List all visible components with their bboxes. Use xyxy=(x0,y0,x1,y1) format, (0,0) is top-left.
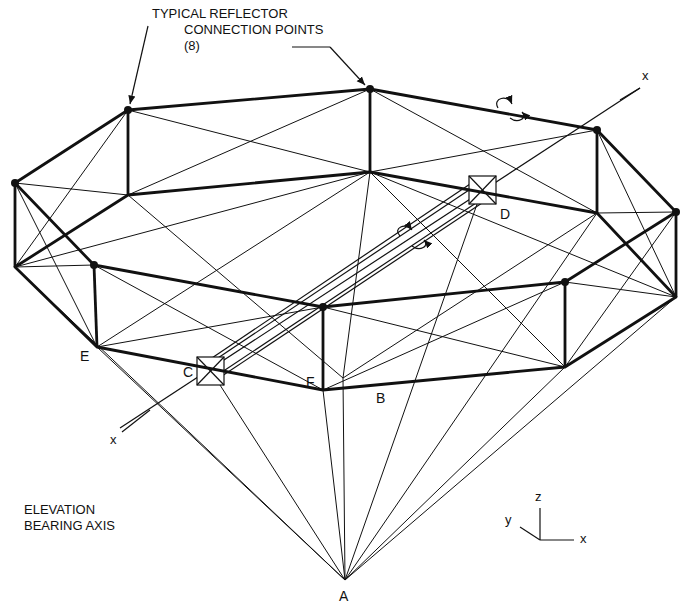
point-label: F xyxy=(306,374,315,390)
point-label: C xyxy=(183,364,193,380)
point-label: B xyxy=(376,390,385,406)
callout-note: TYPICAL REFLECTOR CONNECTION POINTS (8) xyxy=(152,6,334,54)
axis-label: z xyxy=(535,489,542,505)
point-label: E xyxy=(80,348,89,364)
axis-label: x xyxy=(642,68,649,84)
axis-label: x xyxy=(580,531,587,547)
axis-label: y xyxy=(505,512,512,528)
axis-label: x xyxy=(110,432,117,448)
point-label: D xyxy=(500,206,510,222)
point-label: A xyxy=(339,588,348,604)
axis-note: ELEVATION BEARING AXIS xyxy=(24,502,124,534)
